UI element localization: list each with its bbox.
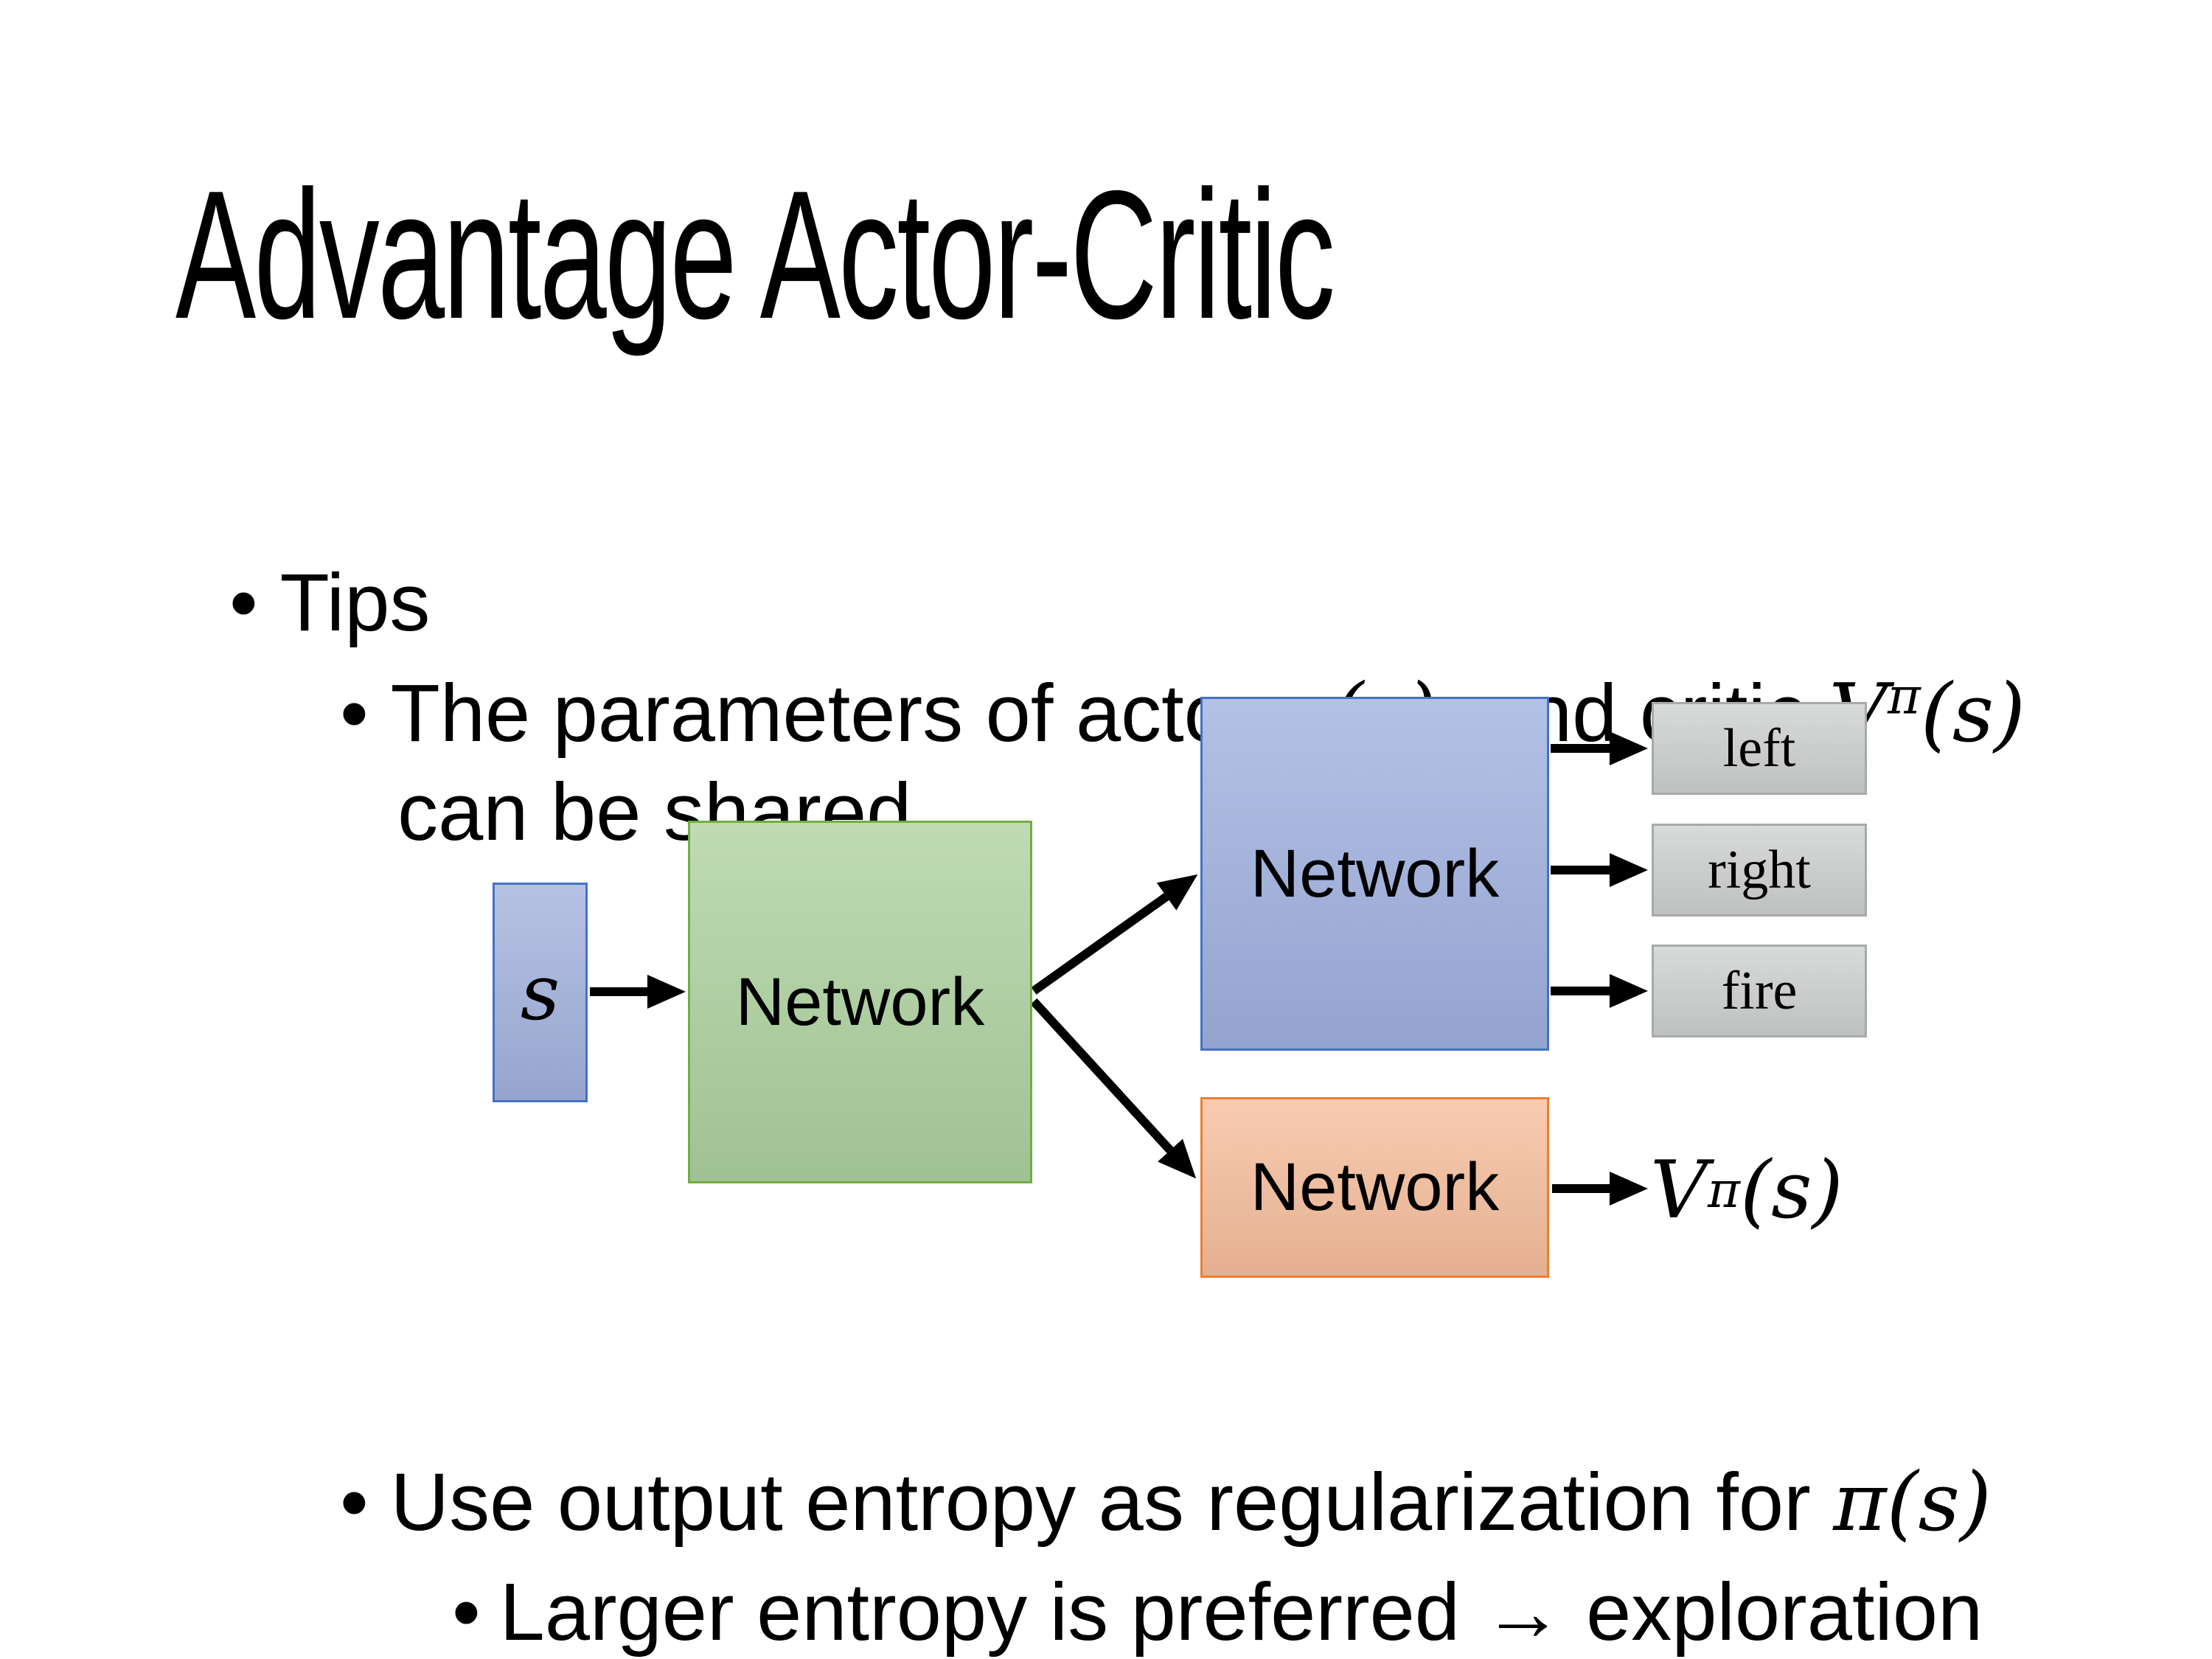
critic-network-box: Network [1200,1097,1549,1278]
bullet-dot: • [340,1456,369,1548]
bullet-line-entropy: •Use output entropy as regularization fo… [295,1362,1992,1549]
action-label-left: left [1722,717,1796,779]
arrow-shared-to-critic-network [1030,998,1197,1179]
larger-entropy-text: Larger entropy is preferred → exploratio… [499,1566,1983,1658]
actor-network-label: Network [1250,835,1500,911]
action-label-right: right [1708,839,1811,900]
shared-network-box: Network [688,821,1032,1183]
action-box-right: right [1652,824,1867,917]
bullet-tips-text: Tips [279,557,431,648]
critic-network-label: Network [1250,1150,1500,1225]
bullet-dot: • [340,667,369,759]
entropy-text-pre: Use output entropy as regularization for [390,1456,1834,1548]
action-label-fire: fire [1721,960,1798,1021]
state-input-box: s [493,883,588,1102]
value-sup: π [1708,1161,1741,1219]
bullet-dot: • [452,1566,481,1658]
shared-network-label: Network [735,964,985,1040]
state-label: s [520,947,560,1037]
action-box-fire: fire [1652,945,1867,1037]
bullet-line-tips: •Tips [184,463,430,650]
action-box-left: left [1652,702,1867,795]
value-args: (s) [1740,1144,1843,1237]
page-title: Advantage Actor-Critic [175,152,1335,357]
actor-network-box: Network [1200,697,1549,1051]
critic-v-args: (s) [1920,665,2026,760]
bullet-dot: • [229,557,258,648]
arrow-shared-to-actor-network [1031,874,1198,995]
value-base: V [1650,1144,1708,1237]
entropy-pi-math: π(s) [1833,1454,1992,1549]
critic-v-sup: π [1887,667,1921,726]
bullet-line-larger-entropy: •Larger entropy is preferred → explorati… [407,1472,1983,1659]
